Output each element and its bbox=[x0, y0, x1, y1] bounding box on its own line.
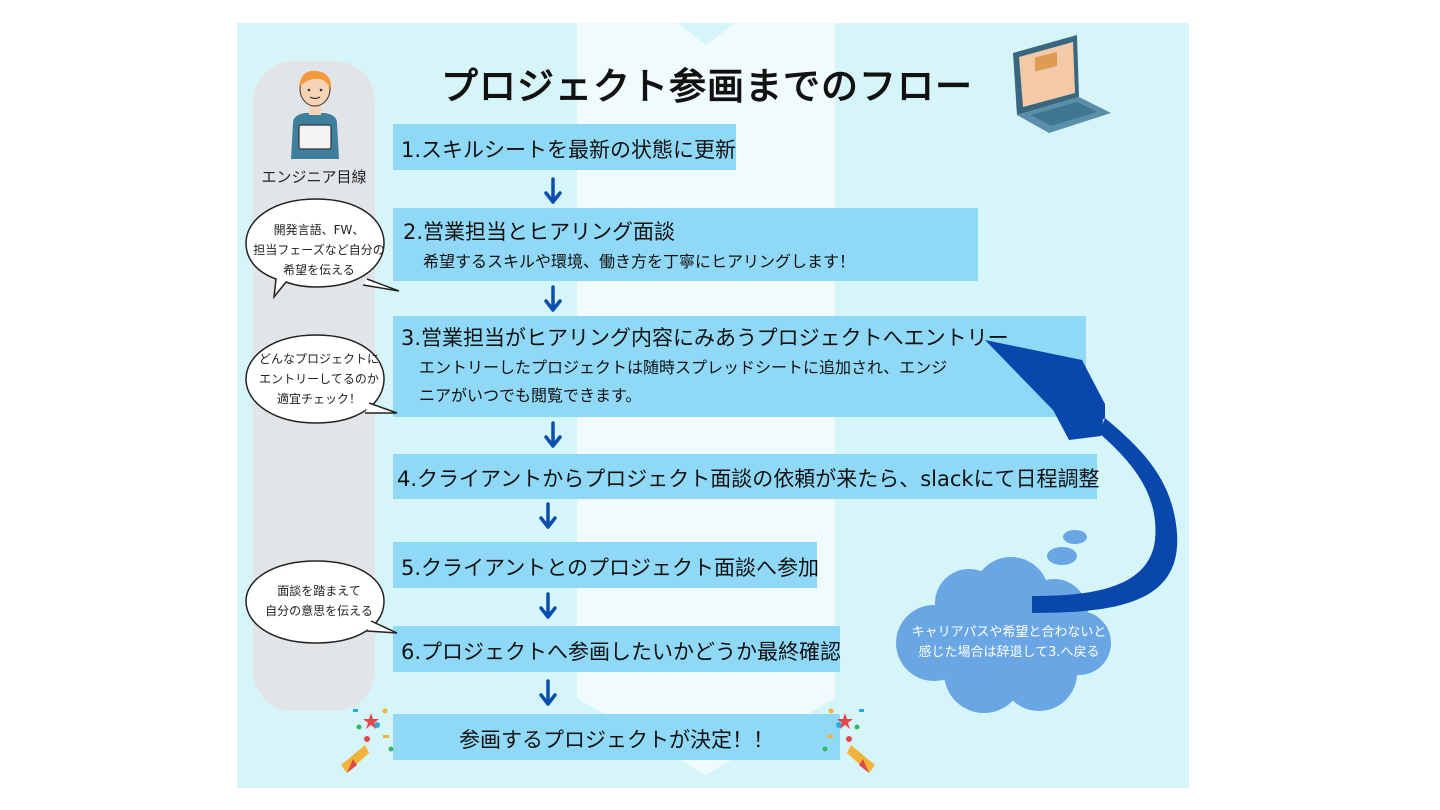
step-4-box: 4.クライアントからプロジェクト面談の依頼が来たら、slackにて日程調整 bbox=[393, 454, 1100, 499]
laptop-icon bbox=[1013, 35, 1111, 133]
bubble-1-line-1: 開発言語、FW、 bbox=[273, 223, 365, 237]
step-5-label: 5.クライアントとのプロジェクト面談へ参加 bbox=[401, 556, 819, 580]
down-arrow-icon bbox=[539, 679, 557, 706]
down-arrow-icon bbox=[539, 502, 557, 529]
step-3-description-line-2: ニアがいつでも閲覧できます。 bbox=[419, 386, 642, 405]
step-3-description-line-1: エントリーしたプロジェクトは随時スプレッドシートに追加され、エンジ bbox=[419, 358, 948, 377]
step-3-label: 3.営業担当がヒアリング内容にみあうプロジェクトへエントリー bbox=[401, 326, 1009, 350]
bubble-3-line-1: 面談を踏まえて bbox=[277, 584, 361, 598]
cloud-line-2: 感じた場合は辞退して3.へ戻る bbox=[918, 645, 1100, 660]
final-decision-label: 参画するプロジェクトが決定！！ bbox=[459, 728, 774, 752]
step-1-box: 1.スキルシートを最新の状態に更新 bbox=[393, 124, 736, 170]
bubble-1-line-3: 希望を伝える bbox=[283, 263, 355, 277]
speech-bubble-shape bbox=[245, 198, 400, 300]
party-popper-left-icon bbox=[341, 708, 394, 773]
bubble-1-line-2: 担当フェーズなど自分の bbox=[253, 243, 385, 257]
down-arrow-icon bbox=[544, 285, 562, 312]
down-arrow-icon bbox=[539, 592, 557, 619]
speech-bubble-2: どんなプロジェクトに エントリーしてるのか 適宜チェック！ bbox=[245, 349, 393, 409]
down-arrow-icon bbox=[544, 177, 562, 204]
step-6-label: 6.プロジェクトへ参画したいかどうか最終確認 bbox=[401, 640, 842, 664]
engineer-perspective-label: エンジニア目線 bbox=[261, 168, 367, 186]
bubble-3-line-2: 自分の意思を伝える bbox=[265, 604, 373, 618]
step-4-label: 4.クライアントからプロジェクト面談の依頼が来たら、slackにて日程調整 bbox=[397, 467, 1100, 491]
flow-canvas: エンジニア目線 プロジェクト参画までのフロー 1.スキルシートを最新の状態に更新… bbox=[237, 23, 1189, 788]
speech-bubble-shape bbox=[245, 560, 398, 644]
step-6-box: 6.プロジェクトへ参画したいかどうか最終確認 bbox=[393, 626, 842, 672]
step-5-box: 5.クライアントとのプロジェクト面談へ参加 bbox=[393, 542, 819, 588]
step-1-label: 1.スキルシートを最新の状態に更新 bbox=[401, 138, 737, 162]
step-3-box: 3.営業担当がヒアリング内容にみあうプロジェクトへエントリー エントリーしたプロ… bbox=[393, 316, 1086, 417]
speech-bubble-shape bbox=[245, 334, 398, 424]
bubble-2-line-2: エントリーしてるのか bbox=[259, 372, 379, 386]
diagram-title: プロジェクト参画までのフロー bbox=[441, 65, 973, 108]
bubble-2-line-3: 適宜チェック！ bbox=[276, 392, 361, 406]
speech-bubble-1: 開発言語、FW、 担当フェーズなど自分の 希望を伝える bbox=[245, 220, 393, 280]
engineer-avatar-icon bbox=[291, 70, 339, 159]
down-arrow-icon bbox=[544, 421, 562, 448]
return-to-step-3-arrow-icon bbox=[985, 340, 1178, 613]
cloud-note: キャリアパスや希望と合わないと 感じた場合は辞退して3.へ戻る bbox=[899, 623, 1119, 663]
step-2-box: 2.営業担当とヒアリング面談 希望するスキルや環境、働き方を丁寧にヒアリングしま… bbox=[393, 208, 978, 281]
thought-cloud-shape bbox=[896, 530, 1111, 713]
cloud-line-1: キャリアパスや希望と合わないと bbox=[911, 625, 1107, 640]
step-2-description: 希望するスキルや環境、働き方を丁寧にヒアリングします！ bbox=[423, 252, 856, 271]
bubble-2-line-1: どんなプロジェクトに bbox=[258, 352, 379, 366]
party-popper-right-icon bbox=[822, 708, 875, 773]
speech-bubble-3: 面談を踏まえて 自分の意思を伝える bbox=[245, 581, 393, 621]
step-2-label: 2.営業担当とヒアリング面談 bbox=[403, 220, 676, 244]
final-decision-box: 参画するプロジェクトが決定！！ bbox=[393, 714, 840, 760]
